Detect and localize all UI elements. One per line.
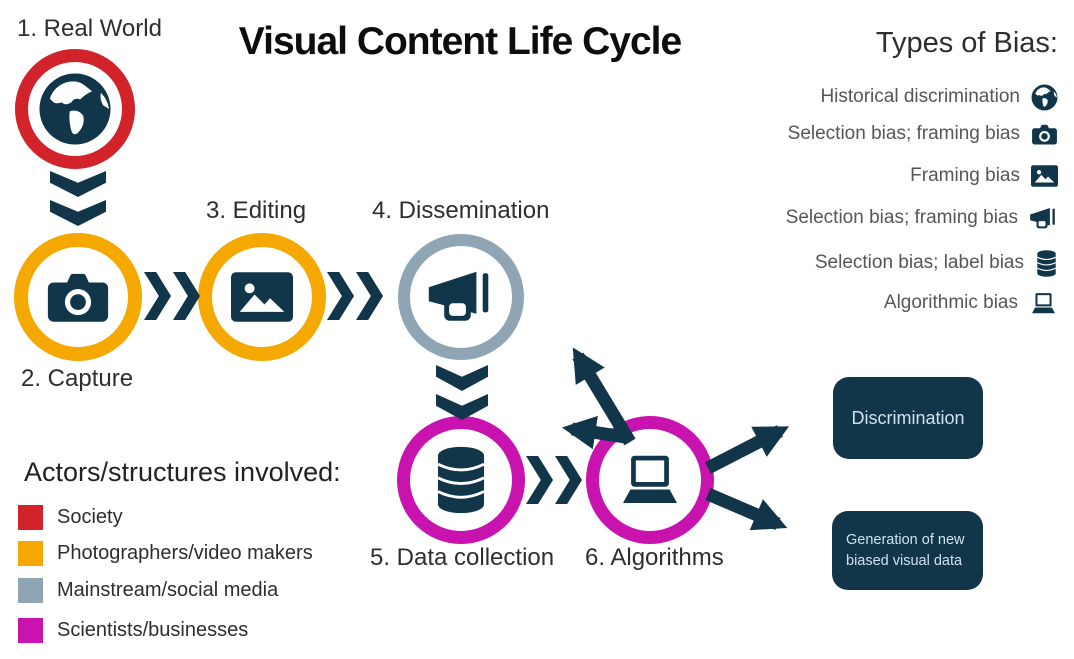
database-icon <box>432 444 490 516</box>
database-icon <box>1035 249 1058 278</box>
outcome-label: Generation of new biased visual data <box>846 532 965 569</box>
stage-circle-data-collection <box>397 416 525 544</box>
flow-arrow-data-to-algorithms <box>526 456 582 504</box>
legend-swatch-bluegray <box>18 578 43 603</box>
outcome-box-discrimination: Discrimination <box>833 377 983 459</box>
bias-item-capture: Selection bias; framing bias <box>788 120 1058 148</box>
bias-item-historical: Historical discrimination <box>820 83 1058 111</box>
legend-item-label: Scientists/businesses <box>57 619 249 641</box>
bias-item-label: Framing bias <box>910 165 1020 186</box>
bias-item-label: Historical discrimination <box>820 86 1020 107</box>
arrow-to-generation <box>705 488 788 531</box>
stage-circle-editing <box>198 233 326 361</box>
legend-item-photographers: Photographers/video makers <box>18 541 313 566</box>
bias-item-label: Selection bias; framing bias <box>787 123 1020 144</box>
bias-item-framing: Framing bias <box>910 162 1058 190</box>
arrow-to-discrimination <box>705 425 790 474</box>
picture-icon <box>1031 165 1058 187</box>
legend-swatch-magenta <box>18 618 43 643</box>
legend-item-media: Mainstream/social media <box>18 578 278 603</box>
stage-circle-real-world <box>15 49 135 169</box>
stage-circle-capture <box>14 233 142 361</box>
flow-arrow-dissemination-to-data <box>436 365 488 420</box>
stage-label-dissemination: 4. Dissemination <box>372 197 550 224</box>
stage-label-real-world: 1. Real World <box>17 15 162 42</box>
bias-item-algorithmic: Algorithmic bias <box>884 289 1058 317</box>
legend-item-label: Mainstream/social media <box>57 579 279 601</box>
stage-circle-dissemination <box>398 234 524 360</box>
laptop-icon <box>616 453 684 507</box>
bias-item-label-bias: Selection bias; label bias <box>815 249 1058 277</box>
globe-icon <box>38 72 112 146</box>
legend-swatch-yellow <box>18 541 43 566</box>
outcome-box-generation: Generation of new biased visual data <box>832 511 983 590</box>
legend-title: Actors/structures involved: <box>24 457 341 487</box>
stage-label-data-collection: 5. Data collection <box>370 544 555 571</box>
legend-item-label: Society <box>57 506 123 528</box>
page-title: Visual Content Life Cycle <box>238 20 682 63</box>
legend-item-scientists: Scientists/businesses <box>18 618 248 643</box>
bias-item-label: Selection bias; label bias <box>814 252 1024 273</box>
megaphone-icon <box>1029 204 1058 233</box>
camera-icon <box>1031 123 1058 146</box>
legend-swatch-red <box>18 505 43 530</box>
flow-arrow-realworld-to-capture <box>50 171 106 226</box>
flow-arrow-capture-to-editing <box>144 272 200 320</box>
globe-icon <box>1031 84 1058 111</box>
stage-label-capture: 2. Capture <box>21 365 134 392</box>
stage-label-algorithms: 6. Algorithms <box>585 544 724 571</box>
flow-arrow-editing-to-dissemination <box>327 272 383 320</box>
stage-circle-algorithms <box>586 416 714 544</box>
picture-icon <box>231 272 293 322</box>
legend-item-society: Society <box>18 505 123 530</box>
megaphone-icon <box>426 262 496 332</box>
bias-item-label: Selection bias; framing bias <box>785 207 1018 228</box>
bias-item-dissemination: Selection bias; framing bias <box>786 204 1058 232</box>
legend-item-label: Photographers/video makers <box>57 542 313 564</box>
stage-label-editing: 3. Editing <box>206 197 307 224</box>
laptop-icon <box>1029 292 1058 315</box>
camera-icon <box>45 270 111 325</box>
bias-item-label: Algorithmic bias <box>883 292 1018 313</box>
outcome-label: Discrimination <box>851 407 965 428</box>
bias-panel-title: Types of Bias: <box>875 27 1058 59</box>
